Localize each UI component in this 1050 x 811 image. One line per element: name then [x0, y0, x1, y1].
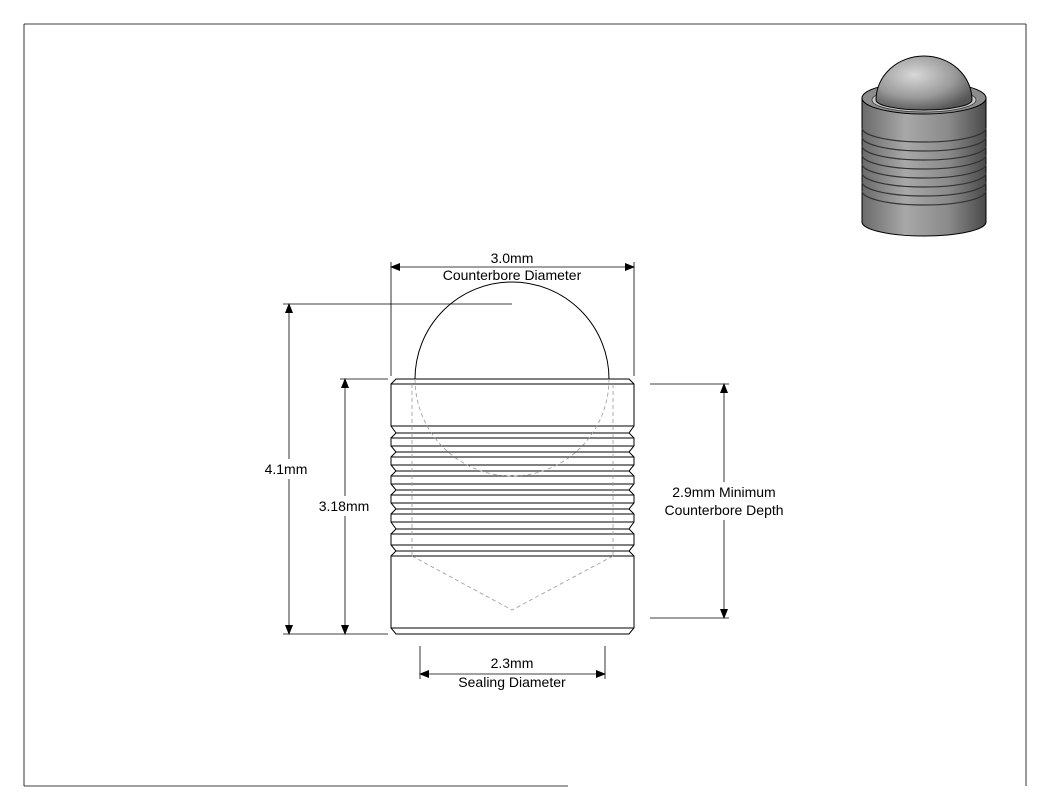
- dim-counterbore-diameter: 3.0mm Counterbore Diameter: [390, 250, 635, 376]
- dim-overall-height: 4.1mm: [257, 303, 512, 635]
- isometric-view: [861, 55, 987, 237]
- dim-sealing-diameter: 2.3mm Sealing Diameter: [419, 646, 606, 690]
- ball-dome: [414, 281, 610, 380]
- hidden-lines: [411, 378, 614, 611]
- counterbore-depth-line1: 2.9mm Minimum: [672, 484, 775, 500]
- dim-body-height: 3.18mm: [311, 378, 388, 635]
- part-front-view: [390, 281, 635, 635]
- sealing-diameter-value: 2.3mm: [491, 655, 534, 671]
- drawing-border: [23, 23, 1027, 787]
- dim-counterbore-depth: 2.9mm Minimum Counterbore Depth: [650, 383, 795, 619]
- overall-height-value: 4.1mm: [265, 461, 308, 477]
- isometric-threads: [861, 127, 987, 206]
- body-height-value: 3.18mm: [319, 498, 370, 514]
- sealing-diameter-label: Sealing Diameter: [458, 674, 566, 690]
- counterbore-diameter-label: Counterbore Diameter: [443, 267, 582, 283]
- body-outline: [390, 378, 635, 635]
- counterbore-diameter-value: 3.0mm: [491, 250, 534, 266]
- counterbore-depth-line2: Counterbore Depth: [664, 502, 783, 518]
- thread-lines: [391, 383, 634, 629]
